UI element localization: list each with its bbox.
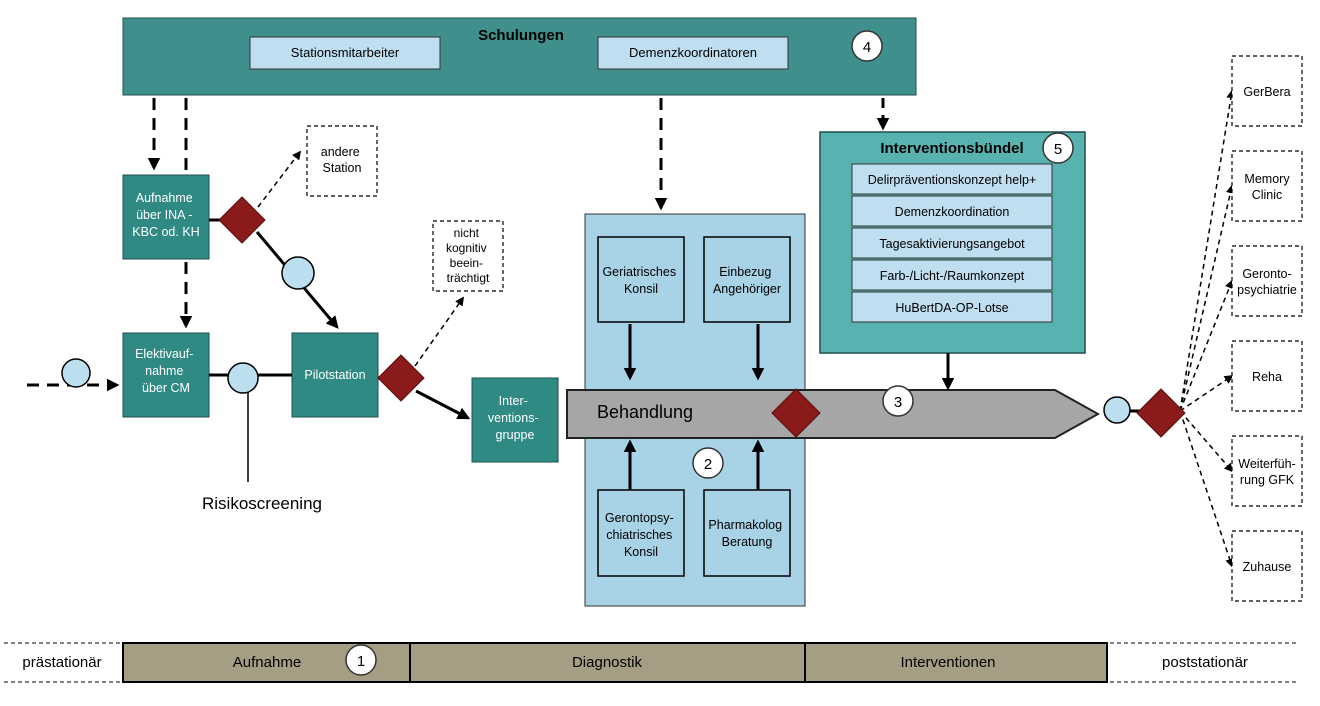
box-andere-station-label: andere Station	[321, 145, 363, 175]
box-gerontopsychiatrisches-konsil-label: Gerontopsy- chiatrisches Konsil	[605, 511, 677, 559]
svg-text:5: 5	[1054, 141, 1062, 158]
phase-post: poststationär	[1162, 654, 1248, 671]
svg-text:3: 3	[894, 394, 902, 411]
discharge-label: Memory	[1244, 172, 1290, 186]
bundle-item-label: Tagesaktivierungsangebot	[879, 237, 1025, 251]
box-aufnahme-ina-label: Aufnahme über INA - KBC od. KH	[132, 191, 199, 239]
box-geriatrisches-konsil	[597, 236, 685, 323]
dashed-arrow	[1179, 410, 1234, 473]
badge-1: 1	[345, 644, 377, 676]
discharge-box-gerontopsychiatrie	[1231, 245, 1303, 317]
decision-diamond	[771, 388, 821, 438]
phase-pre: prästationär	[22, 654, 101, 671]
dashed-arrow	[1179, 410, 1234, 568]
box-nicht-kognitiv	[432, 220, 504, 292]
discharge-box-memory-clinic	[1231, 150, 1303, 222]
box-pharmakolog-beratung-label: Pharmakolog Beratung	[708, 518, 785, 549]
svg-text:1: 1	[357, 653, 365, 670]
svg-text:4: 4	[863, 39, 871, 56]
box-pilotstation	[291, 332, 379, 418]
discharge-targets: GerBeraMemoryClinicGeronto-psychiatrieRe…	[1231, 55, 1303, 602]
discharge-box-zuhause	[1231, 530, 1303, 602]
schulungen-item-demenzkoordinatoren	[597, 36, 789, 70]
bundle-item-label: HuBertDA-OP-Lotse	[895, 301, 1008, 315]
box-aufnahme-ina	[122, 174, 210, 260]
box-gerontopsychiatrisches-konsil	[597, 489, 685, 577]
phase-aufnahme: Aufnahme	[233, 654, 301, 671]
discharge-box-gerbera	[1231, 55, 1303, 127]
behandlung-arrow	[566, 389, 1101, 439]
box-pharmakolog-beratung	[703, 489, 791, 577]
badge-3: 3	[882, 385, 914, 417]
discharge-label: psychiatrie	[1237, 283, 1297, 297]
box-nicht-kognitiv-label: nicht kognitiv beein- trächtigt	[446, 226, 490, 285]
risk-screening-label: Risikoscreening	[202, 494, 322, 513]
schulungen-item-label: Demenzkoordinatoren	[629, 45, 757, 60]
schulungen-item-stationsmitarbeiter	[249, 36, 441, 70]
event-circle	[281, 256, 315, 290]
discharge-label: Geronto-	[1242, 267, 1291, 281]
bundle-item-box	[851, 259, 1053, 291]
box-andere-station	[306, 125, 378, 197]
discharge-label: rung GFK	[1240, 473, 1295, 487]
schulungen-title: Schulungen	[478, 27, 564, 44]
bundle-item-box	[851, 163, 1053, 195]
dashed-arrow	[1179, 374, 1234, 412]
dashed-arrow	[1179, 279, 1234, 412]
risk-screening-circle	[227, 362, 259, 394]
behandlung-label: Behandlung	[597, 402, 693, 422]
dashed-arrow	[1179, 184, 1235, 412]
box-elektivaufnahme	[122, 332, 210, 418]
phase-bar	[122, 642, 1108, 683]
decision-diamond	[218, 196, 266, 244]
svg-text:2: 2	[704, 456, 712, 473]
phase-diagnostik: Diagnostik	[572, 654, 643, 671]
event-circle	[61, 358, 91, 388]
box-einbezug-angehoeriger-label: Einbezug Angehöriger	[713, 265, 781, 296]
box-interventionsgruppe	[471, 377, 559, 463]
bundle-item-box	[851, 195, 1053, 227]
box-interventionsgruppe-label: Inter- ventions- gruppe	[488, 394, 542, 442]
discharge-label: Weiterfüh-	[1238, 457, 1295, 471]
flow-arrow	[415, 389, 471, 420]
badge-2: 2	[692, 447, 724, 479]
box-einbezug-angehoeriger	[703, 236, 791, 323]
bundle-item-label: Delirpräventionskonzept help+	[868, 173, 1037, 187]
box-pilotstation-label: Pilotstation	[304, 368, 365, 382]
discharge-box-reha	[1231, 340, 1303, 412]
phase-interventionen: Interventionen	[900, 654, 995, 671]
interventionsbuendel-title: Interventionsbündel	[880, 140, 1023, 157]
discharge-label: GerBera	[1243, 85, 1290, 99]
badge-5: 5	[1042, 132, 1074, 164]
discharge-box-weiterfuehrung-gfk	[1231, 435, 1303, 507]
badge-4: 4	[851, 30, 883, 62]
dashed-arrow	[414, 296, 465, 367]
discharge-arrows	[1179, 89, 1236, 568]
event-circle	[1103, 396, 1131, 424]
bundle-items: Delirpräventionskonzept help+ Demenzkoord…	[851, 163, 1053, 323]
bundle-item-label: Demenzkoordination	[895, 205, 1010, 219]
dashed-arrow	[257, 150, 302, 208]
bundle-item-box	[851, 227, 1053, 259]
discharge-label: Zuhause	[1243, 560, 1292, 574]
decision-diamond	[1136, 388, 1186, 438]
box-geriatrisches-konsil-label: Geriatrisches Konsil	[602, 265, 679, 296]
bundle-item-box	[851, 291, 1053, 323]
box-elektivaufnahme-label: Elektivauf- nahme über CM	[135, 347, 197, 395]
bundle-item-label: Farb-/Licht-/Raumkonzept	[880, 269, 1025, 283]
discharge-label: Clinic	[1252, 188, 1283, 202]
decision-diamond	[377, 354, 425, 402]
dashed-arrow	[1179, 89, 1236, 412]
schulungen-item-label: Stationsmitarbeiter	[291, 45, 400, 60]
discharge-label: Reha	[1252, 370, 1282, 384]
